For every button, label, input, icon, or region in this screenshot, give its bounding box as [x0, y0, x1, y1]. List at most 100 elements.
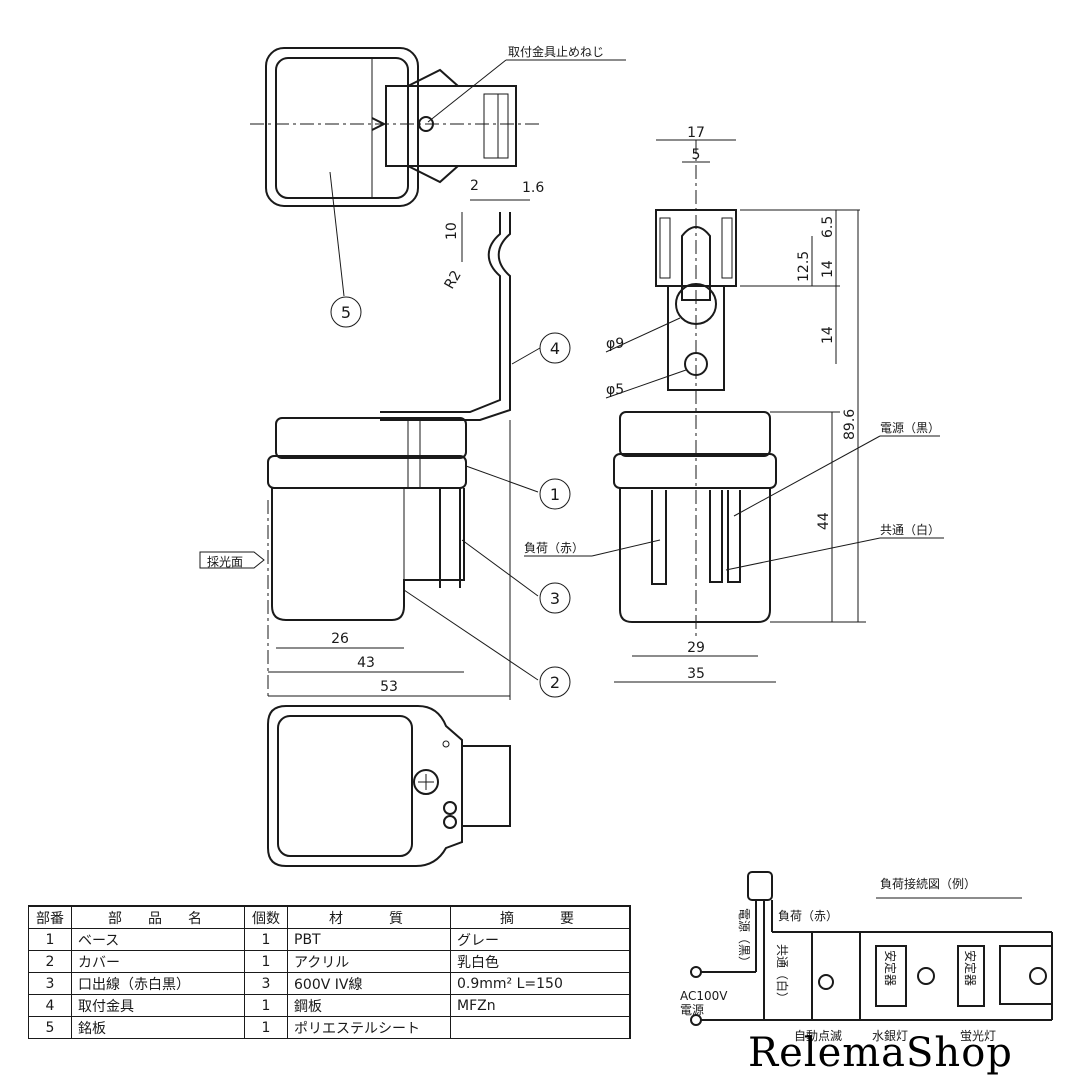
table-cell: 0.9mm² L=150: [450, 972, 631, 995]
table-cell: 銘板: [71, 1016, 245, 1039]
table-cell: 1: [28, 928, 72, 951]
column-header: 部 品 名: [71, 905, 245, 929]
common-white-label: 共通（白）: [880, 522, 940, 537]
bottom-label-3: 蛍光灯: [960, 1029, 996, 1043]
leader-line: [605, 317, 681, 353]
leader-line: [329, 171, 345, 297]
table-cell: 4: [28, 994, 72, 1017]
table-row: 5 銘板 1 ポリエステルシート: [28, 1016, 631, 1039]
load-red-label: 負荷（赤）: [524, 541, 584, 555]
schematic-power-black-label: 電源（黒）: [737, 908, 751, 968]
dim-44: 44: [816, 512, 832, 530]
table-cell: アクリル: [287, 950, 451, 973]
table-cell: 乳白色: [450, 950, 631, 973]
dim-53: 53: [380, 679, 398, 695]
balloon-5: [330, 296, 362, 328]
table-row: 2 カバー 1 アクリル 乳白色: [28, 950, 631, 973]
dim-29: 29: [687, 640, 705, 656]
brand-watermark: RelemaShop: [748, 1030, 1013, 1076]
top-view: [250, 47, 540, 207]
light-face-arrow: [199, 551, 265, 569]
bottom-label-1: 自動点滅: [794, 1029, 842, 1043]
bottom-label-2: 水銀灯: [872, 1029, 908, 1043]
table-cell: ポリエステルシート: [287, 1016, 451, 1039]
balloon-4-label: 4: [550, 339, 560, 358]
dim-phi9: φ9: [606, 336, 624, 352]
column-header: 個数: [244, 905, 288, 929]
dim-26: 26: [331, 631, 349, 647]
column-header: 材 質: [287, 905, 451, 929]
table-cell: 1: [244, 928, 288, 951]
balloon-5-label: 5: [341, 303, 351, 322]
dim-89.6: 89.6: [842, 409, 858, 440]
balloon-2: [539, 666, 571, 698]
dim-6.5: 6.5: [820, 216, 836, 238]
dim-43: 43: [357, 655, 375, 671]
table-cell: 3: [244, 972, 288, 995]
table-row: 3 口出線（赤白黒） 3 600V IV線 0.9mm² L=150: [28, 972, 631, 995]
table-cell: 取付金具: [71, 994, 245, 1017]
column-header: 部番: [28, 905, 72, 929]
ballast-1-label: 安定器: [883, 950, 898, 986]
table-cell: 1: [244, 994, 288, 1017]
dim-5-top: 5: [692, 147, 701, 163]
dim-10: 10: [444, 222, 460, 240]
table-cell: 5: [28, 1016, 72, 1039]
table-row: 1 ベース 1 PBT グレー: [28, 928, 631, 951]
table-header-row: 部番 部 品 名 個数 材 質 摘 要: [28, 905, 631, 929]
balloon-1: [539, 478, 571, 510]
leader-line: [427, 59, 507, 123]
power-black-label: 電源（黒）: [880, 421, 940, 435]
table-cell: カバー: [71, 950, 245, 973]
dim-35: 35: [687, 666, 705, 682]
connection-schematic: [690, 871, 1053, 1026]
dim-14-lower: 14: [820, 326, 836, 344]
table-cell: 2: [28, 950, 72, 973]
table-cell: ベース: [71, 928, 245, 951]
mounting-bracket: [380, 212, 511, 421]
schematic-load-red-label: 負荷（赤）: [778, 909, 838, 923]
load-connection-diagram-title: 負荷接続図（例）: [880, 876, 976, 891]
balloon-2-label: 2: [550, 673, 560, 692]
table-cell: 1: [244, 1016, 288, 1039]
leader-line: [511, 347, 541, 365]
leader-line: [465, 465, 539, 493]
dim-2: 2: [470, 178, 479, 194]
table-cell: MFZn: [450, 994, 631, 1017]
balloon-3-label: 3: [550, 589, 560, 608]
side-view: [613, 140, 777, 640]
table-cell: 鋼板: [287, 994, 451, 1017]
leader-line: [403, 589, 539, 681]
schematic-common-white-label: 共通（白）: [775, 944, 790, 1004]
balloon-4: [539, 332, 571, 364]
light-receiving-face-label: 採光面: [207, 555, 243, 569]
dim-14-upper: 14: [820, 260, 836, 278]
leader-line: [461, 539, 539, 597]
balloon-1-label: 1: [550, 485, 560, 504]
front-view: [267, 417, 467, 700]
table-cell: 1: [244, 950, 288, 973]
table-cell: 3: [28, 972, 72, 995]
ac-voltage-label: AC100V: [680, 989, 728, 1003]
dim-phi5: φ5: [606, 382, 624, 398]
table-cell: グレー: [450, 928, 631, 951]
bottom-view: [267, 705, 511, 867]
table-cell: 600V IV線: [287, 972, 451, 995]
leader-line: [725, 537, 881, 571]
ballast-2-label: 安定器: [963, 950, 978, 986]
dim-12.5: 12.5: [796, 251, 812, 282]
leader-line: [733, 435, 881, 517]
table-cell: [450, 1016, 631, 1039]
parts-table: 部番 部 品 名 個数 材 質 摘 要 1 ベース 1 PBT グレー 2 カバ…: [28, 905, 631, 1039]
dim-r2: R2: [442, 268, 465, 292]
dim-17: 17: [687, 125, 705, 141]
dim-1.6: 1.6: [522, 180, 544, 196]
mounting-screw-label: 取付金具止めねじ: [508, 44, 604, 59]
ac-power-label: 電源: [680, 1003, 704, 1017]
table-cell: PBT: [287, 928, 451, 951]
table-row: 4 取付金具 1 鋼板 MFZn: [28, 994, 631, 1017]
leader-line: [591, 539, 661, 557]
leader-line: [605, 369, 687, 399]
column-header: 摘 要: [450, 905, 631, 929]
